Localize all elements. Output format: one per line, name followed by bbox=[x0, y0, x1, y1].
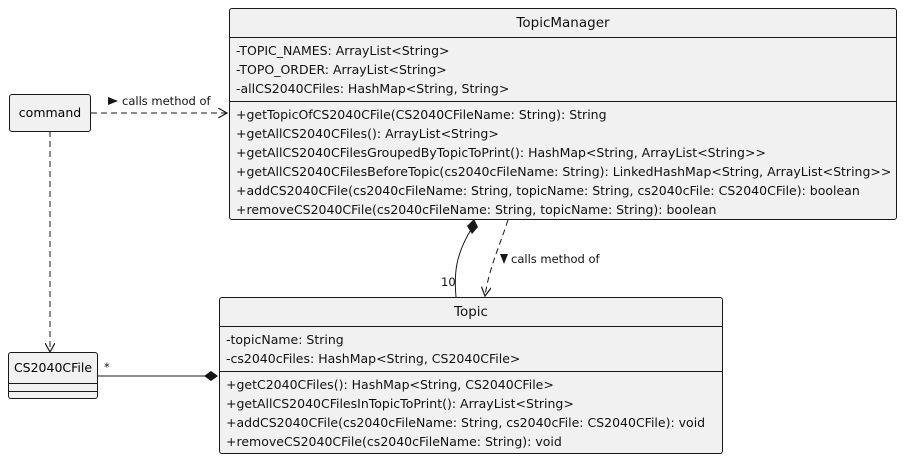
cs2040cfile-name: CS2040CFile bbox=[9, 353, 97, 384]
edge-topicmanager-composition-topic bbox=[454, 227, 473, 298]
method: +removeCS2040CFile(cs2040cFileName: Stri… bbox=[236, 202, 717, 217]
method: +removeCS2040CFile(cs2040cFileName: Stri… bbox=[226, 434, 562, 449]
edge-topicmanager-to-topic bbox=[485, 219, 509, 296]
topicmanager-attributes: -TOPIC_NAMES: ArrayList<String> -TOPO_OR… bbox=[230, 38, 896, 102]
method: +getAllCS2040CFiles(): ArrayList<String> bbox=[236, 126, 499, 141]
method: +getAllCS2040CFilesGroupedByTopicToPrint… bbox=[236, 145, 766, 160]
method: +getC2040CFiles(): HashMap<String, CS204… bbox=[226, 377, 554, 392]
cs2040cfile-attributes bbox=[9, 384, 97, 392]
topicmanager-name: TopicManager bbox=[230, 9, 896, 38]
attribute: -allCS2040CFiles: HashMap<String, String… bbox=[236, 81, 510, 96]
label-calls-method-of-1: calls method of bbox=[122, 94, 211, 108]
command-box[interactable]: command bbox=[9, 94, 91, 132]
attribute: -cs2040cFiles: HashMap<String, CS2040CFi… bbox=[226, 351, 521, 366]
direction-arrow-2 bbox=[500, 254, 508, 264]
label-calls-method-of-2: calls method of bbox=[511, 252, 600, 266]
topicmanager-class[interactable]: TopicManager -TOPIC_NAMES: ArrayList<Str… bbox=[229, 8, 897, 220]
topic-class[interactable]: Topic -topicName: String -cs2040cFiles: … bbox=[219, 297, 723, 454]
multiplicity-files: * bbox=[104, 360, 110, 374]
multiplicity-topics: 10 bbox=[441, 275, 456, 289]
attribute: -TOPO_ORDER: ArrayList<String> bbox=[236, 62, 447, 77]
composition-diamond-top bbox=[467, 219, 478, 234]
composition-diamond-right bbox=[204, 371, 218, 381]
cs2040cfile-methods bbox=[9, 392, 97, 399]
direction-arrow-1 bbox=[108, 97, 118, 105]
topic-name: Topic bbox=[220, 298, 722, 327]
method: +getTopicOfCS2040CFile(CS2040CFileName: … bbox=[236, 107, 607, 122]
topic-methods: +getC2040CFiles(): HashMap<String, CS204… bbox=[220, 372, 722, 454]
topicmanager-methods: +getTopicOfCS2040CFile(CS2040CFileName: … bbox=[230, 102, 896, 222]
cs2040cfile-class[interactable]: CS2040CFile bbox=[8, 352, 98, 399]
method: +getAllCS2040CFilesInTopicToPrint(): Arr… bbox=[226, 396, 574, 411]
method: +addCS2040CFile(cs2040cFileName: String,… bbox=[236, 183, 860, 198]
command-name: command bbox=[18, 105, 82, 120]
attribute: -TOPIC_NAMES: ArrayList<String> bbox=[236, 43, 450, 58]
method: +getAllCS2040CFilesBeforeTopic(cs2040cFi… bbox=[236, 164, 892, 179]
topic-attributes: -topicName: String -cs2040cFiles: HashMa… bbox=[220, 327, 722, 372]
method: +addCS2040CFile(cs2040cFileName: String,… bbox=[226, 415, 706, 430]
attribute: -topicName: String bbox=[226, 332, 344, 347]
